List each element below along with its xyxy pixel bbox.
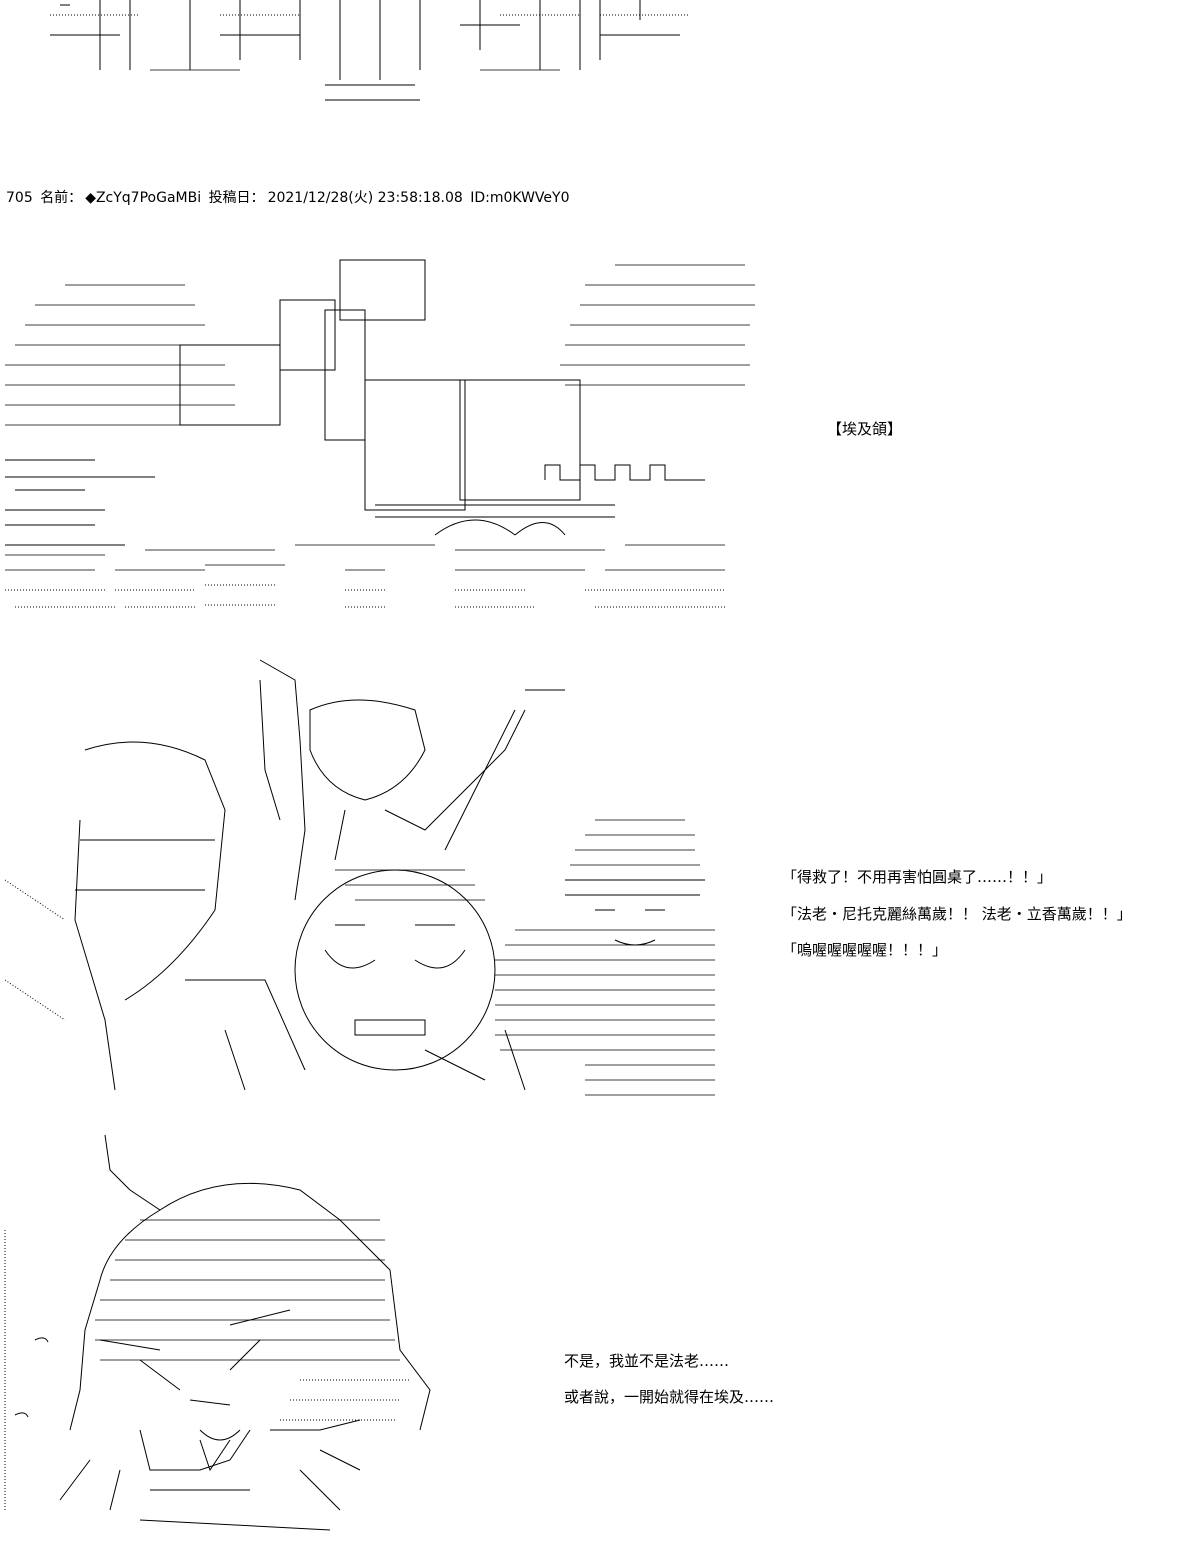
post-date-label: 投稿日： xyxy=(208,190,265,206)
post-id: ID:m0KWVeY0 xyxy=(470,190,570,206)
ascii-art-character-panel xyxy=(0,1130,450,1540)
post-name-label: 名前： xyxy=(40,190,83,206)
dialogue-line-2: 「法老・尼托克麗絲萬歲！！ 法老・立香萬歲！！」 xyxy=(782,905,1132,923)
ascii-art-city-panel xyxy=(5,255,760,620)
dialogue-line-3: 「嗚喔喔喔喔喔！！！」 xyxy=(782,941,948,959)
post-datetime: 2021/12/28(火) 23:58:18.08 xyxy=(267,190,463,206)
ascii-art-top-fragment xyxy=(40,0,720,105)
post-number: 705 xyxy=(6,190,33,206)
monologue-line-1: 不是，我並不是法老…… xyxy=(564,1352,730,1370)
monologue-line-2: 或者說，一開始就得在埃及…… xyxy=(564,1388,775,1406)
location-caption: 【埃及頜】 xyxy=(827,420,903,438)
ascii-art-crowd-panel xyxy=(5,650,720,1100)
post-author: ◆ZcYq7PoGaMBi xyxy=(85,190,202,206)
dialogue-line-1: 「得救了！不用再害怕圓桌了……！！」 xyxy=(782,868,1053,886)
post-header: 705 名前：◆ZcYq7PoGaMBi 投稿日：2021/12/28(火) 2… xyxy=(6,187,573,207)
